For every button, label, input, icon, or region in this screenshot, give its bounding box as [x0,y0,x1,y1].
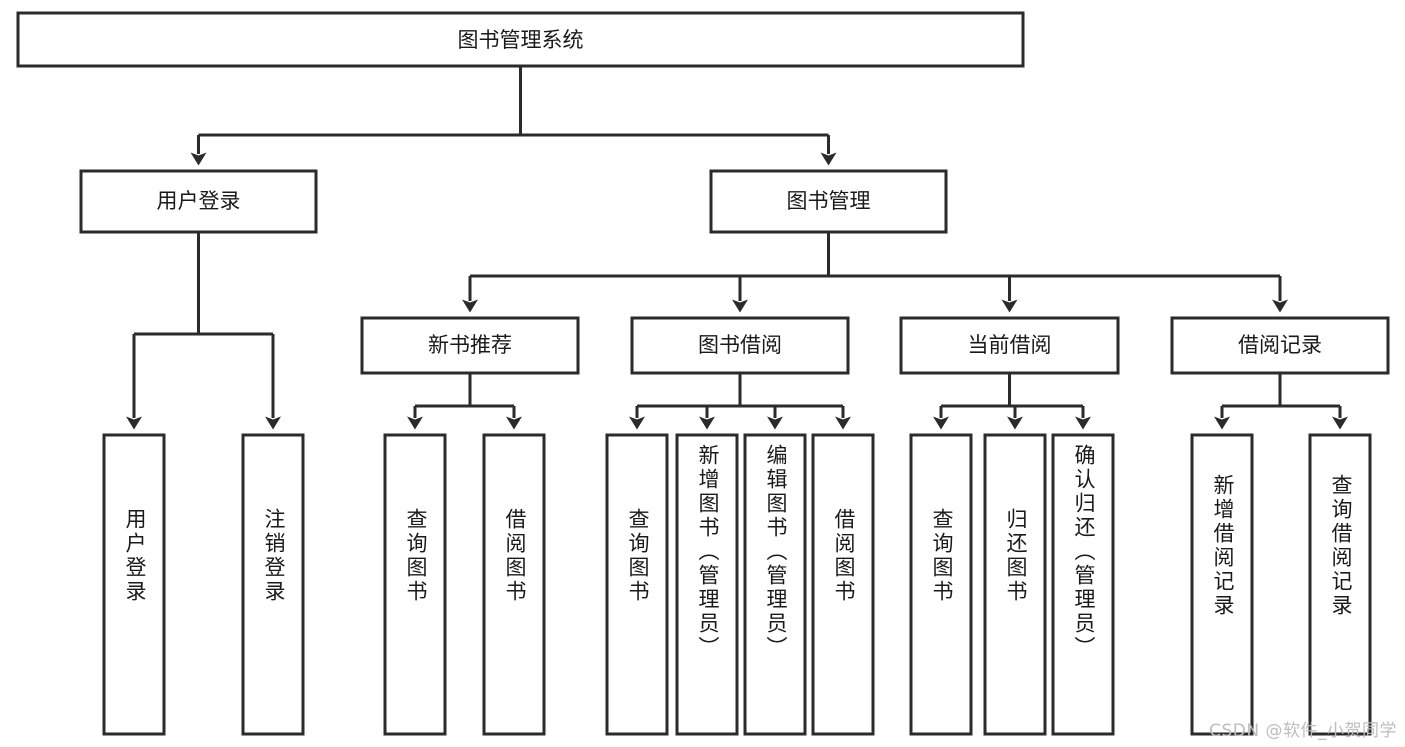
csdn-watermark: CSDN @软件_小贺同学 [1209,721,1397,741]
user-login-label: 用户登录 [157,189,241,213]
connector-group-current-borrow [933,373,1091,430]
leaf-box-return-books[interactable] [983,433,1047,736]
leaf-box-query-books-2[interactable] [605,433,669,736]
book-management-label: 图书管理 [787,189,871,213]
leaf-box-add-borrow-record[interactable] [1190,433,1254,736]
leaf-box-logout[interactable] [241,433,305,736]
borrow-records-box[interactable] [1170,316,1390,375]
leaf-box-query-books-3[interactable] [909,433,973,736]
user-login-box[interactable] [79,169,318,234]
current-borrow-box[interactable] [899,316,1120,375]
leaf-box-query-borrow-record[interactable] [1308,433,1372,736]
leaf-box-add-book-admin[interactable] [675,433,739,736]
leaf-box-confirm-return-admin[interactable] [1051,433,1115,736]
borrow-records-label: 借阅记录 [1238,333,1322,357]
node-borrow-records[interactable]: 借阅记录 [1170,316,1390,375]
root-box[interactable] [16,11,1025,68]
current-borrow-label: 当前借阅 [968,333,1052,357]
new-book-recommend-label: 新书推荐 [428,333,512,357]
leaf-box-query-books-1[interactable] [383,433,447,736]
book-management-box[interactable] [709,169,948,234]
connector-group-root [190,66,837,166]
book-borrow-label: 图书借阅 [698,333,782,357]
connector-group-new-books [407,373,522,430]
connector-group-book-borrow [629,373,851,430]
node-new-book-recommend[interactable]: 新书推荐 [360,316,580,375]
node-root[interactable]: 图书管理系统 [16,11,1025,68]
connector-group-book-mgmt [462,232,1288,313]
node-current-borrow[interactable]: 当前借阅 [899,316,1120,375]
leaf-box-edit-book-admin[interactable] [743,433,807,736]
root-label: 图书管理系统 [458,28,584,52]
new-book-recommend-box[interactable] [360,316,580,375]
leaf-box-group [102,433,1372,736]
connector-group-borrow-records [1214,373,1348,430]
book-borrow-box[interactable] [630,316,850,375]
leaf-box-user-login[interactable] [102,433,166,736]
node-book-borrow[interactable]: 图书借阅 [630,316,850,375]
connector-group-user-login [126,232,281,430]
leaf-box-borrow-books-2[interactable] [811,433,875,736]
node-user-login[interactable]: 用户登录 [79,169,318,234]
node-book-management[interactable]: 图书管理 [709,169,948,234]
leaf-box-borrow-books-1[interactable] [482,433,546,736]
